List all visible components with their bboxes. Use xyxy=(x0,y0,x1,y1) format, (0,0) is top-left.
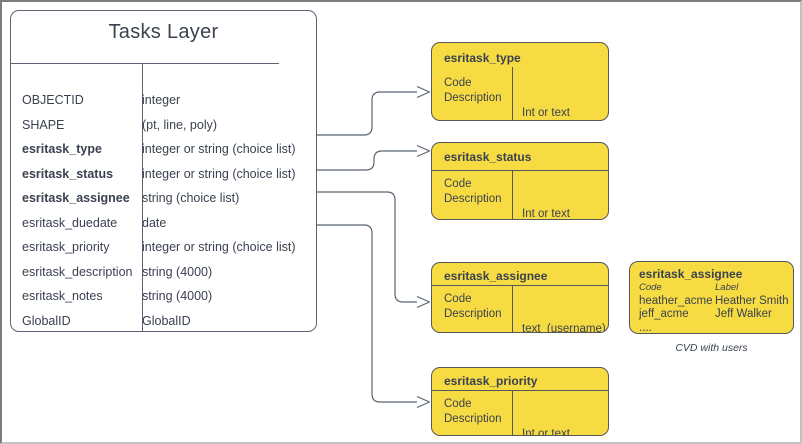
field-type: integer xyxy=(142,93,181,108)
domain-box-esritask-status: esritask_status Code Description Int or … xyxy=(431,142,609,220)
domain-box-left-column: Code Description xyxy=(432,286,512,332)
field-type: string (choice list) xyxy=(142,191,240,206)
table-row: OBJECTID integer xyxy=(11,88,316,113)
domain-box-right-column: Int or text text (255) xyxy=(512,67,608,120)
field-name: esritask_notes xyxy=(22,289,103,304)
domain-box-esritask-assignee: esritask_assignee Code Description text … xyxy=(431,262,609,333)
domain-box-right-column: Int or text text (255) xyxy=(512,171,608,220)
cvd-label: Jeff Walker xyxy=(715,308,772,320)
domain-box-title: esritask_assignee xyxy=(432,263,608,286)
cvd-ellipsis: .... xyxy=(639,321,652,334)
cvd-caption: CVD with users xyxy=(675,342,748,354)
cvd-col-header-code: Code xyxy=(639,282,662,293)
table-row: esritask_status integer or string (choice… xyxy=(11,162,316,187)
table-title: Tasks Layer xyxy=(108,21,219,43)
wire-type xyxy=(317,91,417,136)
domain-box-esritask-type: esritask_type Code Description Int or te… xyxy=(431,42,609,121)
right-line: Int or text xyxy=(522,107,570,119)
field-type: string (4000) xyxy=(142,264,213,279)
field-name: esritask_type xyxy=(22,142,102,157)
domain-box-title: esritask_status xyxy=(432,143,608,171)
right-line: Int or text xyxy=(522,428,570,436)
field-name: esritask_status xyxy=(22,166,114,181)
left-line: Description xyxy=(444,413,502,425)
field-type: date xyxy=(142,215,167,230)
cvd-col-header-label: Label xyxy=(715,282,739,293)
domain-box-body: Code Description Int or text text (255) xyxy=(432,391,608,436)
field-rows: OBJECTID integer SHAPE (pt, line, poly) es… xyxy=(11,88,316,333)
domain-box-body: Code Description Int or text text (255) xyxy=(432,171,608,220)
arrowhead-type xyxy=(416,85,431,99)
field-name: OBJECTID xyxy=(22,93,84,108)
left-line: Code xyxy=(444,178,472,190)
left-line: Description xyxy=(444,92,502,104)
left-line: Description xyxy=(444,193,502,205)
domain-box-esritask-priority: esritask_priority Code Description Int o… xyxy=(431,367,609,436)
field-type: integer or string (choice list) xyxy=(142,142,296,157)
domain-box-right-column: text (username) text (255) xyxy=(512,286,608,333)
left-line: Code xyxy=(444,77,472,89)
cvd-box-title: esritask_assignee xyxy=(639,267,743,281)
field-name: esritask_priority xyxy=(22,240,110,255)
cvd-users-box: esritask_assignee Code Label heather_acm… xyxy=(629,261,794,334)
table-row: esritask_duedate date xyxy=(11,211,316,236)
field-name: esritask_description xyxy=(22,264,133,279)
table-row: esritask_description string (4000) xyxy=(11,260,316,285)
column-divider xyxy=(142,64,143,332)
domain-box-body: Code Description Int or text text (255) xyxy=(432,67,608,120)
arrowhead-priority xyxy=(416,395,431,409)
table-row: esritask_assignee string (choice list) xyxy=(11,186,316,211)
cvd-grid: Code Label heather_acme Heather Smith je… xyxy=(639,281,793,322)
field-type: (pt, line, poly) xyxy=(142,117,218,132)
domain-box-right-column: Int or text text (255) xyxy=(512,391,608,436)
cvd-code: heather_acme xyxy=(639,294,713,307)
domain-box-left-column: Code Description xyxy=(432,171,512,219)
table-row: SHAPE (pt, line, poly) xyxy=(11,113,316,138)
domain-box-title: esritask_priority xyxy=(432,368,608,391)
wire-priority xyxy=(317,224,417,403)
wire-status xyxy=(317,150,417,171)
field-name: esritask_duedate xyxy=(22,215,118,230)
field-name: GlobalID xyxy=(22,313,71,328)
left-line: Code xyxy=(444,398,472,410)
field-name: SHAPE xyxy=(22,117,65,132)
table-row: esritask_notes string (4000) xyxy=(11,284,316,309)
left-line: Code xyxy=(444,293,472,305)
tasks-layer-table: Tasks Layer OBJECTID integer SHAPE (pt, li… xyxy=(10,10,317,332)
domain-box-body: Code Description text (username) text (2… xyxy=(432,286,608,333)
field-type: GlobalID xyxy=(142,313,191,328)
table-row: GlobalID GlobalID xyxy=(11,309,316,334)
table-row: esritask_type integer or string (choice l… xyxy=(11,137,316,162)
arrowhead-status xyxy=(416,144,431,158)
right-line: Int or text xyxy=(522,208,570,220)
left-line: Description xyxy=(444,308,502,320)
arrowhead-assignee xyxy=(416,295,431,309)
cvd-label: Heather Smith xyxy=(715,294,789,307)
wire-assignee xyxy=(317,191,417,303)
domain-box-left-column: Code Description xyxy=(432,67,512,120)
field-type: integer or string (choice list) xyxy=(142,166,296,181)
domain-box-title: esritask_type xyxy=(444,51,521,65)
cvd-code: jeff_acme xyxy=(639,308,689,320)
right-line: text (username) xyxy=(522,323,606,333)
domain-box-left-column: Code Description xyxy=(432,391,512,435)
field-type: string (4000) xyxy=(142,289,213,304)
field-name: esritask_assignee xyxy=(22,191,130,206)
title-divider xyxy=(11,63,279,64)
table-row: esritask_priority integer or string (choi… xyxy=(11,235,316,260)
field-type: integer or string (choice list) xyxy=(142,240,296,255)
